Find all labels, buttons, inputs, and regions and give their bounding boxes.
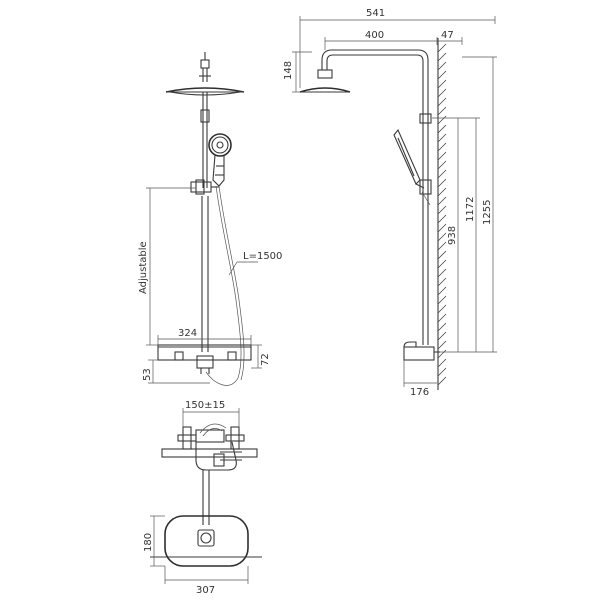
wall-hatch-line (437, 169, 447, 179)
wall-hatch-line (437, 142, 447, 152)
wall-hatch-line (437, 277, 447, 287)
dim-valve-height-label: 72 (260, 353, 271, 366)
wall-hatch-line (437, 79, 447, 89)
dim-valve-depth-label: 176 (410, 387, 429, 398)
wall-hatch-line (437, 115, 447, 125)
wall-hatch-line (437, 133, 447, 143)
dim-bar-height-label: 938 (447, 226, 458, 245)
front-rain-head (165, 52, 245, 96)
dim-valve-offset: 53 (142, 359, 210, 384)
dim-hose-length: L=1500 (228, 251, 282, 276)
wall-hatch-line (437, 214, 447, 224)
wall-hatch-line (437, 349, 447, 359)
wall-hatch-line (437, 259, 447, 269)
wall-hatch-line (437, 304, 447, 314)
dim-total-width: 541 (299, 8, 496, 88)
wall-hatch-line (437, 232, 447, 242)
wall-hatch-line (437, 286, 447, 296)
wall-hatch-line (437, 367, 447, 377)
front-slider-bracket (190, 179, 219, 195)
dim-arm-length-label: 400 (365, 30, 384, 41)
wall-hatch-line (437, 97, 447, 107)
plan-diverter (195, 441, 242, 471)
dim-adjustable: Adjustable (138, 187, 196, 346)
wall-hatch-line (437, 43, 447, 53)
dim-handset-height: 1172 (462, 117, 480, 353)
wall-hatch-line (437, 205, 447, 215)
wall-hatch-line (437, 178, 447, 188)
dim-base-width-label: 307 (196, 585, 215, 596)
front-riser-bar (200, 92, 210, 352)
dim-total-height-label: 1255 (482, 200, 493, 225)
dim-valve-width-label: 324 (178, 328, 197, 339)
dim-head-height: 148 (283, 51, 312, 93)
plan-mount-bar (161, 423, 258, 458)
wall-hatch-line (437, 331, 447, 341)
wall-hatch-line (437, 358, 447, 368)
dim-head-height-label: 148 (283, 61, 294, 80)
dim-base-depth: 180 (143, 515, 165, 567)
dim-bar-height: 938 (432, 117, 462, 353)
wall-hatch-line (437, 223, 447, 233)
plan-view: 150±15 180 307 (143, 400, 262, 596)
side-hand-shower (393, 128, 431, 206)
dim-wall-offset: 47 (437, 30, 463, 45)
wall-hatch-line (437, 376, 447, 386)
wall-hatch-line (437, 322, 447, 332)
dim-adjustable-label: Adjustable (138, 241, 149, 294)
wall-hatch-line (437, 151, 447, 161)
wall-hatch-line (437, 52, 447, 62)
side-view: 541 400 47 148 938 (283, 8, 497, 398)
wall-hatch-line (437, 268, 447, 278)
dim-valve-offset-label: 53 (142, 368, 153, 381)
dim-valve-height: 72 (251, 344, 271, 369)
wall-hatch-line (437, 340, 447, 350)
dim-valve-width: 324 (157, 328, 252, 345)
wall-hatch-line (437, 295, 447, 305)
wall-hatch-line (437, 124, 447, 134)
dim-inlet-spacing: 150±15 (182, 400, 240, 427)
dim-total-height: 1255 (462, 56, 497, 353)
side-rain-head (299, 69, 351, 93)
wall-hatch-line (437, 88, 447, 98)
wall-hatch-line (437, 187, 447, 197)
front-valve-body (157, 344, 252, 374)
dim-valve-depth: 176 (403, 360, 437, 398)
plan-base-plate (150, 515, 262, 567)
dim-base-width: 307 (164, 566, 249, 596)
dim-hose-length-label: L=1500 (243, 251, 282, 262)
wall-hatch-line (437, 313, 447, 323)
wall-hatch-line (437, 160, 447, 170)
front-hand-shower (208, 133, 232, 187)
side-wall (437, 38, 447, 390)
side-valve (403, 341, 440, 361)
dim-base-depth-label: 180 (143, 533, 154, 552)
wall-hatch-line (437, 70, 447, 80)
front-hose (205, 185, 245, 386)
wall-hatch-line (437, 250, 447, 260)
dim-inlet-spacing-label: 150±15 (185, 400, 225, 411)
side-riser-arm (321, 49, 432, 345)
wall-hatch-line (437, 106, 447, 116)
front-view: Adjustable L=1500 324 72 53 (138, 52, 282, 386)
dim-arm-length: 400 (324, 30, 438, 50)
wall-hatch-line (437, 241, 447, 251)
wall-hatch-line (437, 196, 447, 206)
wall-hatch-line (437, 61, 447, 71)
dim-wall-offset-label: 47 (441, 30, 454, 41)
dim-total-width-label: 541 (366, 8, 385, 19)
dim-handset-height-label: 1172 (465, 197, 476, 222)
